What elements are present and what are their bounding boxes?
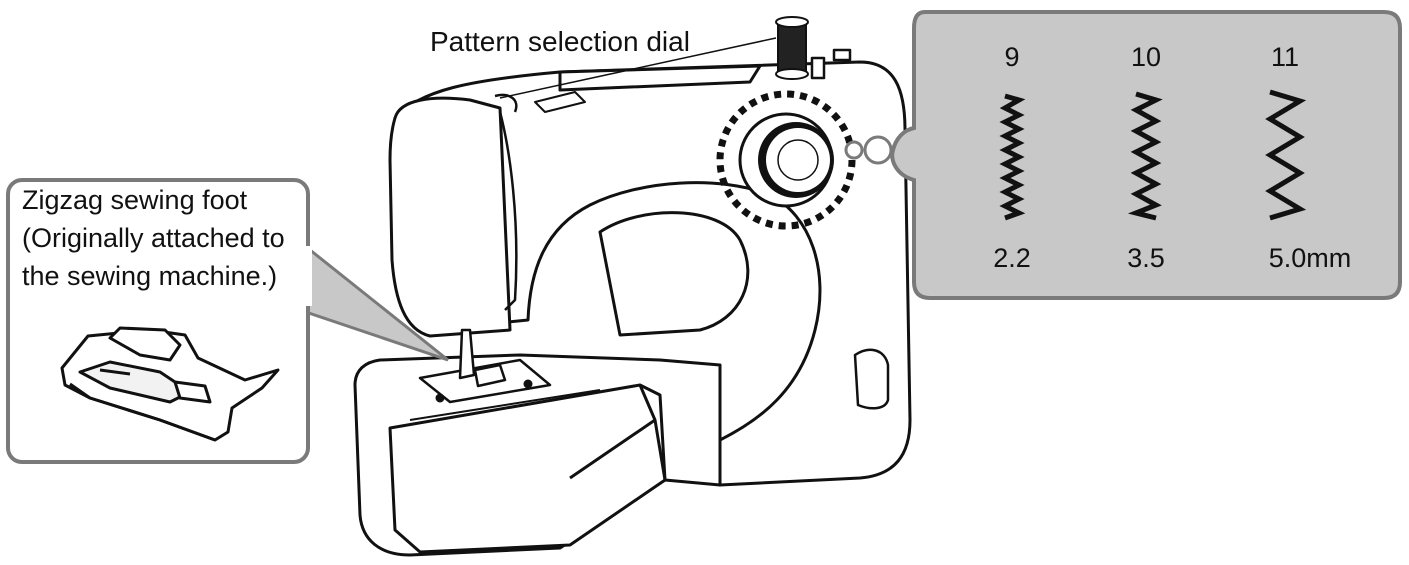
pattern-number-9: 9: [1004, 42, 1020, 72]
pattern-selection-dial: [716, 90, 856, 230]
zigzag-foot-label-line1: Zigzag sewing foot: [22, 185, 248, 215]
zigzag-foot-label-line3: the sewing machine.): [22, 261, 278, 291]
stitch-width-11: 5.0mm: [1268, 243, 1352, 273]
zigzag-foot-label-line2: (Originally attached to: [22, 223, 285, 253]
pattern-selection-dial-label: Pattern selection dial: [430, 26, 690, 57]
thread-spool-icon: [499, 16, 809, 99]
zigzag-stitch-icon-10: [1127, 91, 1163, 221]
zigzag-presser-foot-icon: [60, 326, 280, 442]
stitch-width-9: 2.2: [993, 243, 1031, 273]
zigzag-foot-label: Zigzag sewing foot (Originally attached …: [22, 185, 285, 299]
callout-connector: [844, 135, 893, 165]
stitch-width-10: 3.5: [1127, 243, 1165, 273]
pattern-number-11: 11: [1270, 42, 1300, 72]
zigzag-stitch-icon-11: [1265, 89, 1307, 221]
pattern-number-10: 10: [1130, 42, 1162, 72]
zigzag-stitch-icon-9: [999, 93, 1026, 221]
sewing-machine-body: [353, 48, 912, 557]
